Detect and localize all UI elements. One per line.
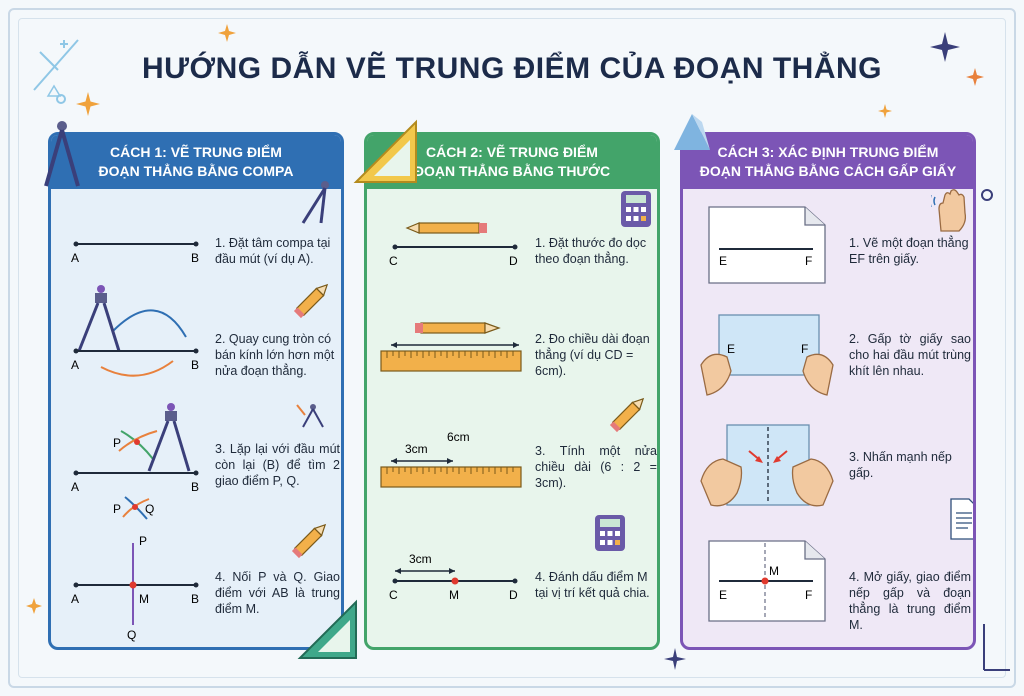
- step-text: 1. Vẽ một đoạn thẳng EF trên giấy.: [849, 236, 969, 266]
- compass-icon: [44, 121, 80, 187]
- panel-paper-folding: CÁCH 3: XÁC ĐỊNH TRUNG ĐIỂM ĐOẠN THẲNG B…: [680, 132, 976, 650]
- set-square-icon: [297, 599, 357, 659]
- measure-label-6cm: 6cm: [447, 430, 470, 444]
- outer-frame: [8, 8, 1016, 688]
- hand-icon: [700, 458, 834, 507]
- ruler-icon: [380, 466, 522, 488]
- panel-header: CÁCH 1: VẼ TRUNG ĐIỂM ĐOẠN THẲNG BẰNG CO…: [51, 135, 341, 189]
- point-label-a: A: [71, 592, 79, 606]
- point-label-a: A: [71, 480, 79, 494]
- panel-header-line: ĐOẠN THẲNG BẰNG CÁCH GẤP GIẤY: [699, 163, 957, 179]
- star-icon: [878, 104, 892, 118]
- pencil-icon: [293, 283, 329, 319]
- point-label-f: F: [805, 588, 812, 602]
- point-label-b: B: [191, 480, 199, 494]
- star-icon: [664, 648, 686, 670]
- inner-frame: [18, 18, 1006, 678]
- point-label-q: Q: [145, 502, 154, 516]
- crease-diagram: [700, 424, 834, 507]
- point-label-p: P: [113, 502, 121, 516]
- point-label-d: D: [509, 254, 518, 268]
- step-text: 3. Tính một nửa chiều dài (6 : 2 = 3cm).: [535, 444, 657, 490]
- unfolded-paper-diagram: M E F: [708, 540, 826, 622]
- hand-icon: [931, 189, 967, 232]
- point-label-m: M: [449, 588, 459, 602]
- step-text: 4. Nối P và Q. Giao điểm với AB là trung…: [215, 570, 340, 616]
- compass-icon: [301, 181, 329, 224]
- star-icon: [218, 24, 236, 42]
- measure-label-3cm: 3cm: [405, 442, 428, 456]
- fold-paper-diagram: E F: [700, 314, 834, 396]
- circle-decoration: [981, 189, 993, 201]
- ruler-icon: [380, 350, 522, 372]
- point-label-b: B: [191, 358, 199, 372]
- pencil-icon: [609, 397, 645, 433]
- half-length-diagram: 6cm 3cm: [380, 430, 522, 488]
- star-icon: [930, 32, 960, 62]
- point-label-e: E: [727, 342, 735, 356]
- paper-segment-diagram: E F: [708, 206, 826, 284]
- point-label-q: Q: [127, 628, 136, 642]
- mark-midpoint-diagram: 3cm C M D: [389, 552, 518, 602]
- step-text: 2. Quay cung tròn có bán kính lớn hơn mộ…: [215, 332, 335, 378]
- pencil-icon: [415, 322, 501, 334]
- step-text: 2. Gấp tờ giấy sao cho hai đầu mút trùng…: [849, 332, 971, 378]
- point-label-d: D: [509, 588, 518, 602]
- panel-header: CÁCH 3: XÁC ĐỊNH TRUNG ĐIỂM ĐOẠN THẲNG B…: [683, 135, 973, 189]
- panel-ruler: CÁCH 2: VẼ TRUNG ĐIỂM ĐOẠN THẲNG BẰNG TH…: [364, 132, 660, 650]
- corner-decoration: [33, 39, 79, 97]
- midpoint-diagram: P A M B Q: [71, 534, 199, 642]
- calculator-icon: [595, 515, 625, 551]
- step-text: 1. Đặt thước đo dọc theo đoạn thẳng.: [535, 236, 647, 266]
- hand-icon: [700, 353, 834, 396]
- ruler-diagram: [380, 322, 522, 372]
- compass-arc-diagram: A B: [71, 285, 199, 377]
- point-label-p: P: [139, 534, 147, 548]
- point-label-e: E: [719, 588, 727, 602]
- point-label-c: C: [389, 254, 398, 268]
- circle-decoration: [56, 94, 66, 104]
- star-icon: [76, 92, 100, 116]
- compass-icon: [296, 404, 324, 428]
- pencil-icon: [291, 523, 327, 559]
- intersection-diagram: P A B P Q: [71, 403, 199, 520]
- document-icon: [950, 498, 973, 540]
- set-square-icon: [353, 119, 417, 183]
- panel-header-line: CÁCH 2: VẼ TRUNG ĐIỂM: [426, 144, 598, 160]
- panel-header-line: CÁCH 3: XÁC ĐỊNH TRUNG ĐIỂM: [717, 144, 939, 160]
- point-label-e: E: [719, 254, 727, 268]
- segment-cd-diagram: C D: [389, 222, 518, 268]
- step-text: 4. Mở giấy, giao điểm nếp gấp và đoạn th…: [849, 570, 971, 632]
- step-text: 4. Đánh dấu điểm M tại vị trí kết quả ch…: [535, 570, 650, 600]
- panel-header-line: CÁCH 1: VẼ TRUNG ĐIỂM: [110, 144, 282, 160]
- point-label-f: F: [805, 254, 812, 268]
- measure-label-3cm: 3cm: [409, 552, 432, 566]
- point-label-a: A: [71, 358, 79, 372]
- star-icon: [26, 598, 42, 614]
- compass-icon: [77, 285, 121, 352]
- page-title: HƯỚNG DẪN VẼ TRUNG ĐIỂM CỦA ĐOẠN THẲNG: [141, 52, 883, 85]
- point-label-m: M: [139, 592, 149, 606]
- corner-decoration: [983, 624, 1010, 671]
- calculator-icon: [621, 191, 651, 227]
- point-label-m: M: [769, 564, 779, 578]
- compass-icon: [147, 403, 191, 472]
- point-label-b: B: [191, 251, 199, 265]
- step-text: 3. Lặp lại với đầu mút còn lại (B) để tì…: [215, 442, 340, 488]
- segment-ab-diagram: A B: [71, 241, 199, 265]
- paper-fold-icon: [674, 114, 710, 150]
- panel-compass: CÁCH 1: VẼ TRUNG ĐIỂM ĐOẠN THẲNG BẰNG CO…: [48, 132, 344, 650]
- panel-header-line: ĐOẠN THẲNG BẰNG THƯỚC: [413, 163, 611, 179]
- step-text: 3. Nhấn mạnh nếp gấp.: [849, 450, 952, 480]
- step-text: 2. Đo chiều dài đoạn thẳng (ví dụ CD = 6…: [535, 332, 650, 378]
- point-label-b: B: [191, 592, 199, 606]
- point-label-c: C: [389, 588, 398, 602]
- step-text: 1. Đặt tâm compa tại đầu mút (ví dụ A).: [215, 236, 331, 266]
- star-icon: [966, 68, 984, 86]
- panel-header-line: ĐOẠN THẲNG BẰNG COMPA: [98, 163, 294, 179]
- point-label-f: F: [801, 342, 808, 356]
- point-label-p: P: [113, 436, 121, 450]
- point-label-a: A: [71, 251, 79, 265]
- pencil-icon: [405, 222, 487, 234]
